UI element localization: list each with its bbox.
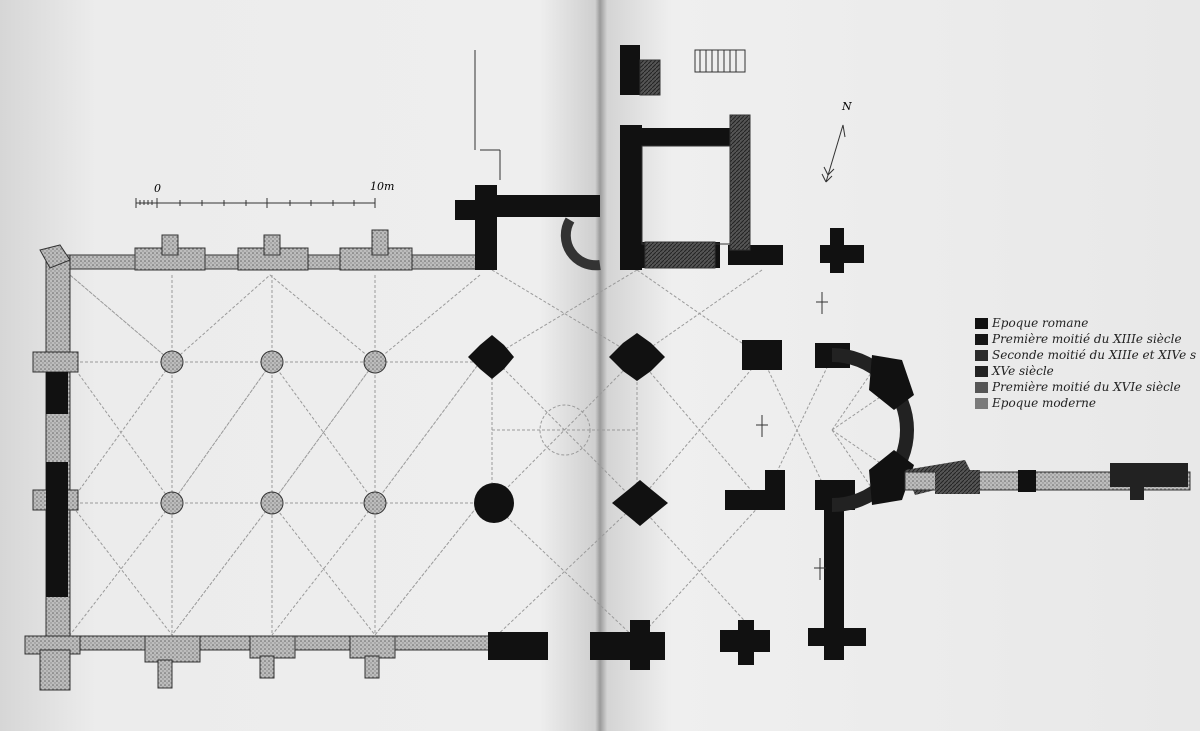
legend-label: Epoque romane bbox=[992, 316, 1089, 330]
legend: Epoque romane Première moitié du XIIIe s… bbox=[975, 315, 1196, 411]
legend-item: Epoque moderne bbox=[975, 395, 1196, 411]
scale-start-label: 0 bbox=[154, 182, 161, 195]
nave-columns bbox=[160, 350, 387, 515]
legend-label: Epoque moderne bbox=[992, 396, 1096, 410]
legend-swatch bbox=[975, 317, 988, 329]
legend-item: Première moitié du XIIIe siècle bbox=[975, 331, 1196, 347]
legend-item: XVe siècle bbox=[975, 363, 1196, 379]
legend-label: Première moitié du XVIe siècle bbox=[992, 380, 1181, 394]
legend-item: Première moitié du XVIe siècle bbox=[975, 379, 1196, 395]
legend-label: Seconde moitié du XIIIe et XIVe s bbox=[992, 348, 1197, 362]
cross-marks bbox=[756, 292, 828, 580]
legend-swatch bbox=[975, 397, 988, 409]
nave-walls bbox=[24, 229, 491, 691]
legend-label: Première moitié du XIIIe siècle bbox=[992, 332, 1182, 346]
legend-swatch bbox=[975, 365, 988, 377]
apse bbox=[831, 348, 1191, 512]
legend-label: XVe siècle bbox=[992, 364, 1054, 378]
north-label: N bbox=[841, 100, 852, 113]
legend-item: Seconde moitié du XIIIe et XIVe s bbox=[975, 347, 1196, 363]
scale-bar bbox=[135, 198, 376, 208]
legend-item: Epoque romane bbox=[975, 315, 1196, 331]
legend-swatch bbox=[975, 349, 988, 361]
legend-swatch bbox=[975, 381, 988, 393]
vault-ribs bbox=[69, 269, 906, 641]
north-arrow-icon bbox=[821, 124, 846, 183]
legend-swatch bbox=[975, 333, 988, 345]
scale-end-label: 10m bbox=[370, 180, 394, 193]
tower-annex bbox=[474, 49, 751, 271]
